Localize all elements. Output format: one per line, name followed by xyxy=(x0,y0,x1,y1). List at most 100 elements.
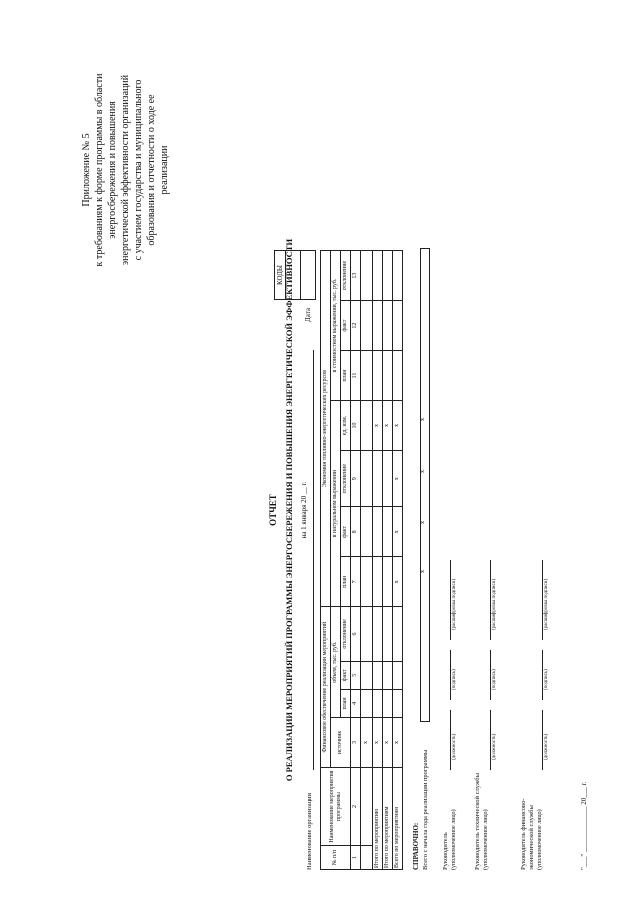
decoding-caption: (расшифровка подписи) xyxy=(544,578,549,630)
signature-caption: (подпись) xyxy=(492,669,497,690)
signature-block-3: Руководитель финансово-экономической слу… xyxy=(520,780,544,870)
cell-x: х xyxy=(372,400,383,451)
column-number: 1 xyxy=(350,845,361,870)
cell-x: х xyxy=(392,556,403,607)
cell-x: х xyxy=(392,450,403,507)
cell-x: х xyxy=(382,717,393,768)
header-fact: факт xyxy=(340,300,351,351)
table-row: х xyxy=(360,250,373,870)
column-number: 2 xyxy=(350,767,361,846)
org-line xyxy=(313,350,314,770)
column-number: 6 xyxy=(350,606,361,662)
column-number: 13 xyxy=(350,250,361,301)
date-footer: "___" _____________ 20___ г. xyxy=(580,781,588,870)
appendix-line-1: Приложение № 5 xyxy=(81,133,92,207)
column-number: 11 xyxy=(350,350,361,401)
column-number: 5 xyxy=(350,661,361,690)
signature-title: Руководитель финансово-экономической слу… xyxy=(520,798,535,870)
signature-hint: (уполномоченное лицо) xyxy=(451,809,457,870)
decoding-line xyxy=(490,560,491,640)
row-label: Всего по мероприятиям xyxy=(392,767,403,870)
date-label: Дата xyxy=(304,308,312,322)
position-caption: (должность) xyxy=(544,733,549,760)
appendix-line-2: к требованиям к форме программы в област… xyxy=(94,73,105,267)
signature-caption: (подпись) xyxy=(544,669,549,690)
column-number: 3 xyxy=(350,717,361,768)
cell-x: х xyxy=(372,717,383,768)
header-name: Наименование мероприятия программы xyxy=(320,767,351,846)
signature-line xyxy=(450,650,451,700)
position-line xyxy=(542,710,543,770)
header-deviation: отклонение xyxy=(340,606,351,662)
position-line xyxy=(490,710,491,770)
header-plan: план xyxy=(340,556,351,607)
appendix-line-4: энергетической эффективности организаций xyxy=(120,74,131,266)
org-label: Наименование организации xyxy=(306,792,313,870)
cell-x: х xyxy=(420,521,426,524)
header-value: в стоимостном выражении, тыс. руб. xyxy=(330,250,341,401)
header-plan: план xyxy=(340,689,351,718)
cell-x: х xyxy=(392,400,403,451)
decoding-line xyxy=(450,560,451,640)
signature-line xyxy=(542,650,543,700)
position-caption: (должность) xyxy=(452,733,457,760)
codes-header: КОДЫ xyxy=(275,251,286,299)
signature-block-2: Руководитель технической службы (уполном… xyxy=(474,773,490,870)
header-finance: Финансовое обеспечение реализации меропр… xyxy=(320,606,331,768)
reference-strip: х х х х xyxy=(420,248,430,722)
reference-heading: СПРАВОЧНО: xyxy=(412,822,420,870)
table-row: Итого по мероприятиям х х xyxy=(382,250,393,870)
codes-cell xyxy=(301,251,315,299)
decoding-caption: (расшифровка подписи) xyxy=(492,578,497,630)
signature-title: Руководитель технической службы xyxy=(474,773,481,870)
signature-line xyxy=(490,650,491,700)
appendix-line-7: реализации xyxy=(159,145,170,195)
header-deviation: отклонение xyxy=(340,450,351,507)
header-natural: в натуральном выражении xyxy=(330,400,341,607)
header-volume: объем, тыс. руб. xyxy=(330,606,341,718)
signature-hint: (уполномоченное лицо) xyxy=(537,809,543,870)
header-num: № п/п xyxy=(320,845,351,870)
decoding-caption: (расшифровка подписи) xyxy=(452,578,457,630)
column-number: 9 xyxy=(350,450,361,507)
row-label: Итого по мероприятиям xyxy=(382,767,393,870)
report-heading: ОТЧЕТ xyxy=(268,494,278,526)
cell-x: х xyxy=(382,400,393,451)
report-date: на 1 января 20 __ г. xyxy=(300,481,308,539)
header-savings: Экономия топливно-энергетических ресурсо… xyxy=(320,250,331,607)
header-plan: план xyxy=(340,350,351,401)
position-line xyxy=(450,710,451,770)
cell-x: х xyxy=(392,717,403,768)
report-sheet: ОТЧЕТ О РЕАЛИЗАЦИИ МЕРОПРИЯТИЙ ПРОГРАММЫ… xyxy=(180,140,640,880)
column-number: 12 xyxy=(350,300,361,351)
signature-caption: (подпись) xyxy=(452,669,457,690)
cell-x: х xyxy=(420,418,426,421)
decoding-line xyxy=(542,560,543,640)
column-number: 8 xyxy=(350,506,361,557)
column-numbers-row: 1 2 3 4 5 6 7 8 9 10 11 12 13 xyxy=(350,250,361,870)
codes-box: КОДЫ xyxy=(274,250,316,300)
codes-cell xyxy=(286,251,301,299)
header-fact: факт xyxy=(340,506,351,557)
header-unit: ед. изм. xyxy=(340,400,351,451)
column-number: 10 xyxy=(350,400,361,451)
cell-x: х xyxy=(392,506,403,557)
cell-x: х xyxy=(420,470,426,473)
appendix-line-3: энергосбережения и повышения xyxy=(107,101,118,239)
table-row: Итого по мероприятию х х xyxy=(372,250,383,870)
signature-hint: (уполномоченное лицо) xyxy=(483,809,489,870)
header-fact: факт xyxy=(340,661,351,690)
report-table: № п/п Наименование мероприятия программы… xyxy=(320,250,403,870)
appendix-line-6: образования и отчетности о ходе ее xyxy=(146,94,157,246)
column-number: 4 xyxy=(350,689,361,718)
signature-title: Руководитель xyxy=(442,832,449,870)
column-number: 7 xyxy=(350,556,361,607)
row-label: Итого по мероприятию xyxy=(372,767,383,870)
header-deviation: отклонение xyxy=(340,250,351,301)
appendix-line-5: с участием государства и муниципального xyxy=(133,79,144,261)
signature-block-1: Руководитель (уполномоченное лицо) xyxy=(442,809,458,870)
reference-label: Всего с начала года реализации программы xyxy=(422,749,429,870)
position-caption: (должность) xyxy=(492,733,497,760)
cell-x: х xyxy=(360,717,373,768)
